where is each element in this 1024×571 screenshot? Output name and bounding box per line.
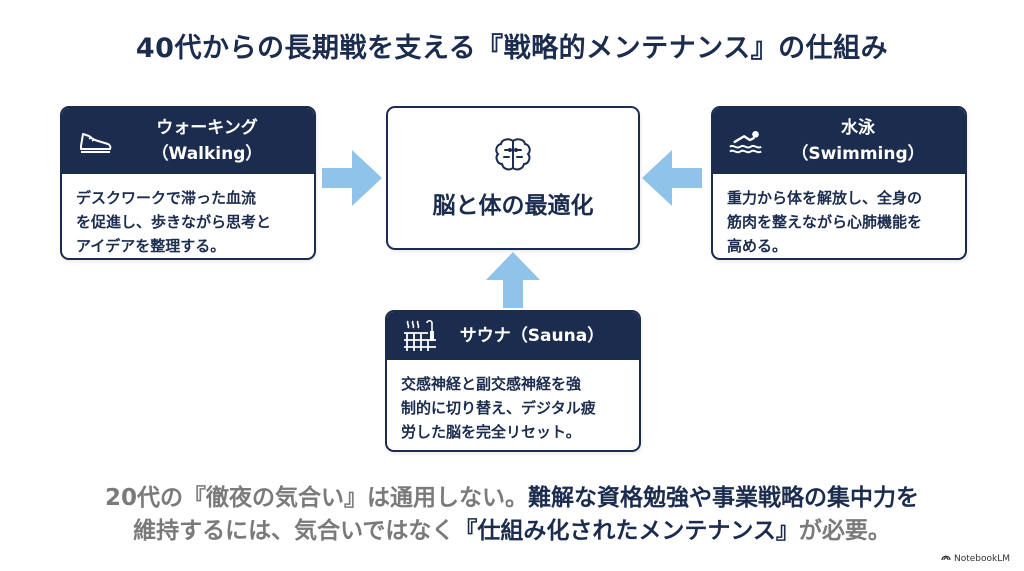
notebooklm-logo-icon [941,553,951,564]
walking-subtitle: （Walking） [151,144,263,164]
arrow-up-icon [486,252,540,308]
sauna-card: サウナ（Sauna） 交感神経と副交感神経を強 制的に切り替え、デジタル疲 労し… [385,310,641,452]
swimming-title: 水泳 [841,118,875,138]
walking-description: デスクワークで滞った血流 を促進し、歩きながら思考と アイデアを整理する。 [62,174,314,258]
walking-line-3: アイデアを整理する。 [76,237,226,255]
sauna-title: サウナ（Sauna） [459,326,605,346]
center-box: 脳と体の最適化 [386,106,640,250]
swimming-description: 重力から体を解放し、全身の 筋肉を整えながら心肺機能を 高める。 [713,174,965,258]
sauna-card-header: サウナ（Sauna） [387,312,639,360]
swimming-subtitle: （Swimming） [791,144,925,164]
swimmer-icon [727,124,765,158]
page-title: 40代からの長期戦を支える『戦略的メンテナンス』の仕組み [135,33,889,64]
brand-label: NotebookLM [953,553,1010,564]
conclusion-line-2: 維持するには、気合いではなく『仕組み化されたメンテナンス』が必要。 [0,511,1024,545]
walking-card: ウォーキング （Walking） デスクワークで滞った血流 を促進し、歩きながら… [60,106,316,260]
arrow-left-icon [642,150,702,206]
conclusion-line-1-gray: 20代の『徹夜の気合い』は通用しない。 [104,485,528,511]
walking-line-1: デスクワークで滞った血流 [76,189,257,207]
conclusion-line-2-tail: が必要。 [798,518,891,544]
notebooklm-badge: NotebookLM [941,553,1010,564]
conclusion-line-1: 20代の『徹夜の気合い』は通用しない。難解な資格勉強や事業戦略の集中力を [0,478,1024,512]
brain-icon [491,136,535,180]
swimming-card: 水泳 （Swimming） 重力から体を解放し、全身の 筋肉を整えながら心肺機能… [711,106,967,260]
sauna-line-1: 交感神経と副交感神経を強 [401,375,582,393]
swimming-line-1: 重力から体を解放し、全身の [727,189,923,207]
sneaker-icon [76,124,114,158]
center-label: 脳と体の最適化 [432,193,594,219]
swimming-line-3: 高める。 [727,237,788,255]
swimming-card-header: 水泳 （Swimming） [713,108,965,174]
sauna-line-2: 制的に切り替え、デジタル疲 [401,399,596,417]
walking-title: ウォーキング [156,118,258,138]
conclusion-line-2-gray: 維持するには、気合いではなく [133,518,455,544]
arrow-right-icon [322,150,382,206]
swimming-line-2: 筋肉を整えながら心肺機能を [727,213,923,231]
sauna-description: 交感神経と副交感神経を強 制的に切り替え、デジタル疲 労した脳を完全リセット。 [387,360,639,450]
conclusion-line-2-highlight: 『仕組み化されたメンテナンス』 [454,518,799,544]
walking-card-header: ウォーキング （Walking） [62,108,314,174]
sauna-line-3: 労した脳を完全リセット。 [401,423,581,441]
conclusion-line-1-highlight: 難解な資格勉強や事業戦略の集中力を [528,485,919,511]
sauna-icon [401,319,439,353]
walking-line-2: を促進し、歩きながら思考と [76,213,272,231]
